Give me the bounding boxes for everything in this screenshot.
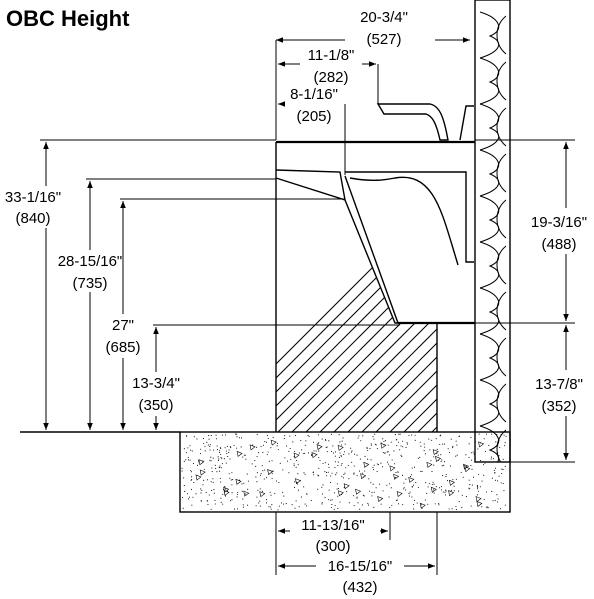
- dimension-left-a-metric: (840): [15, 210, 50, 227]
- dimension-bottom-inner-imperial: 11-13/16": [301, 517, 364, 534]
- dimension-top-mid-metric: (282): [313, 69, 348, 86]
- dimension-left-a: 33-1/16" (840): [2, 142, 68, 430]
- dimension-left-c: 27" (685): [96, 201, 152, 430]
- dimension-right-upper: 19-3/16" (488): [525, 142, 593, 321]
- dimension-bottom-outer-metric: (432): [342, 579, 377, 596]
- dimension-left-d: 13-3/4" (350): [126, 327, 186, 430]
- dimension-left-c-imperial: 27": [112, 317, 134, 334]
- page-title: OBC Height: [6, 6, 130, 31]
- dimension-top-overall: 20-3/4" (527): [275, 4, 470, 140]
- dimension-top-inner-imperial: 8-1/16": [290, 86, 338, 103]
- dimension-left-b: 28-15/16" (735): [48, 181, 132, 430]
- dimension-top-mid-imperial: 11-1/8": [308, 47, 355, 64]
- sink-bowl: [275, 140, 475, 325]
- dimension-top-overall-metric: (527): [366, 31, 401, 48]
- dimension-right-lower: 13-7/8" (352): [525, 325, 593, 460]
- dimension-left-d-metric: (350): [138, 397, 173, 414]
- dimension-left-b-imperial: 28-15/16": [58, 253, 123, 270]
- dimension-left-a-imperial: 33-1/16": [5, 189, 61, 206]
- dimension-right-lower-metric: (352): [541, 398, 576, 415]
- dimension-bottom-inner-metric: (300): [315, 538, 350, 555]
- wall-section: [474, 0, 511, 463]
- dimension-top-overall-imperial: 20-3/4": [360, 9, 408, 26]
- dimension-bottom-outer-imperial: 16-15/16": [328, 558, 393, 575]
- faucet: [376, 103, 474, 141]
- dimension-right-lower-imperial: 13-7/8": [535, 376, 583, 393]
- dimension-top-inner-metric: (205): [296, 108, 331, 125]
- dimension-right-upper-imperial: 19-3/16": [531, 214, 587, 231]
- dimension-bottom-inner: 11-13/16" (300): [278, 514, 388, 556]
- floor-slab: [179, 431, 511, 513]
- dimension-left-d-imperial: 13-3/4": [132, 375, 180, 392]
- dimension-top-mid: 11-1/8" (282): [278, 47, 379, 104]
- dimension-bottom-outer: 16-15/16" (432): [278, 556, 435, 598]
- dimension-left-b-metric: (735): [72, 275, 107, 292]
- dimension-top-inner: 8-1/16" (205): [278, 86, 346, 175]
- dimension-right-upper-metric: (488): [541, 236, 576, 253]
- dimension-left-c-metric: (685): [105, 339, 140, 356]
